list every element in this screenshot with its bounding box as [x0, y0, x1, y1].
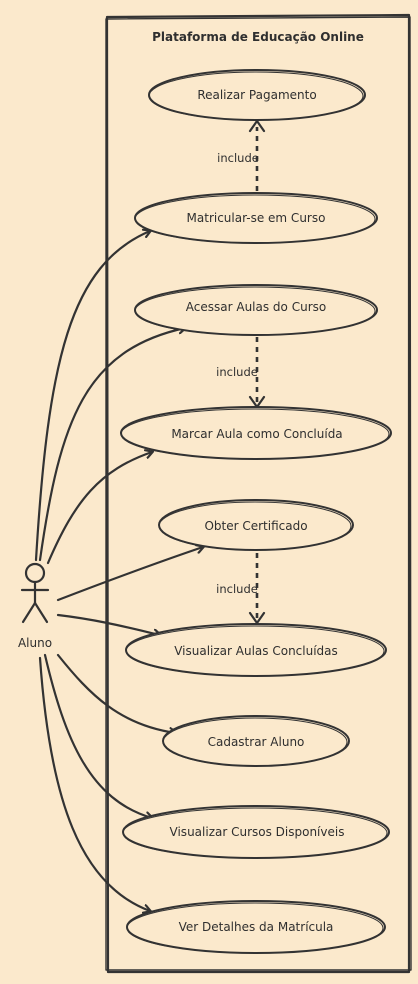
association-certificado — [56, 547, 203, 602]
use-case-label: Matricular-se em Curso — [187, 211, 326, 225]
use-case-label: Obter Certificado — [204, 519, 307, 533]
actor-associations — [34, 231, 203, 911]
use-case-label: Visualizar Cursos Disponíveis — [170, 825, 345, 839]
association-marcar — [46, 452, 152, 565]
use-case-label: Cadastrar Aluno — [208, 735, 305, 749]
association-acessar — [38, 328, 185, 562]
use-case-visualizar-aulas[interactable]: Visualizar Aulas Concluídas — [125, 623, 387, 677]
include-label-3: include — [216, 582, 258, 596]
use-case-visualizar-cursos[interactable]: Visualizar Cursos Disponíveis — [122, 805, 390, 859]
use-case-certificado[interactable]: Obter Certificado — [158, 499, 354, 551]
association-detalhes — [38, 656, 150, 911]
system-boundary: Plataforma de Educação Online — [105, 13, 412, 974]
association-visualizar-aulas — [56, 613, 160, 635]
use-case-label: Marcar Aula como Concluída — [171, 427, 342, 441]
use-case-marcar[interactable]: Marcar Aula como Concluída — [120, 406, 392, 460]
include-label-1: include — [217, 151, 259, 165]
stick-figure-icon — [20, 562, 50, 624]
actor-aluno[interactable]: Aluno — [18, 562, 52, 650]
association-visualizar-cursos — [43, 653, 152, 818]
use-case-detalhes[interactable]: Ver Detalhes da Matrícula — [126, 900, 386, 954]
include-relations: include include include — [216, 119, 266, 625]
use-case-label: Ver Detalhes da Matrícula — [179, 920, 334, 934]
association-matricular — [34, 231, 150, 562]
actor-label: Aluno — [18, 636, 52, 650]
system-title: Plataforma de Educação Online — [152, 30, 364, 44]
use-case-cadastrar[interactable]: Cadastrar Aluno — [162, 715, 350, 767]
use-case-acessar[interactable]: Acessar Aulas do Curso — [134, 284, 378, 336]
association-cadastrar — [56, 653, 176, 733]
use-case-matricular[interactable]: Matricular-se em Curso — [134, 192, 378, 244]
use-case-label: Visualizar Aulas Concluídas — [174, 644, 338, 658]
use-case-label: Realizar Pagamento — [197, 88, 316, 102]
use-case-label: Acessar Aulas do Curso — [186, 300, 326, 314]
use-case-pagamento[interactable]: Realizar Pagamento — [148, 69, 366, 121]
include-label-2: include — [216, 365, 258, 379]
